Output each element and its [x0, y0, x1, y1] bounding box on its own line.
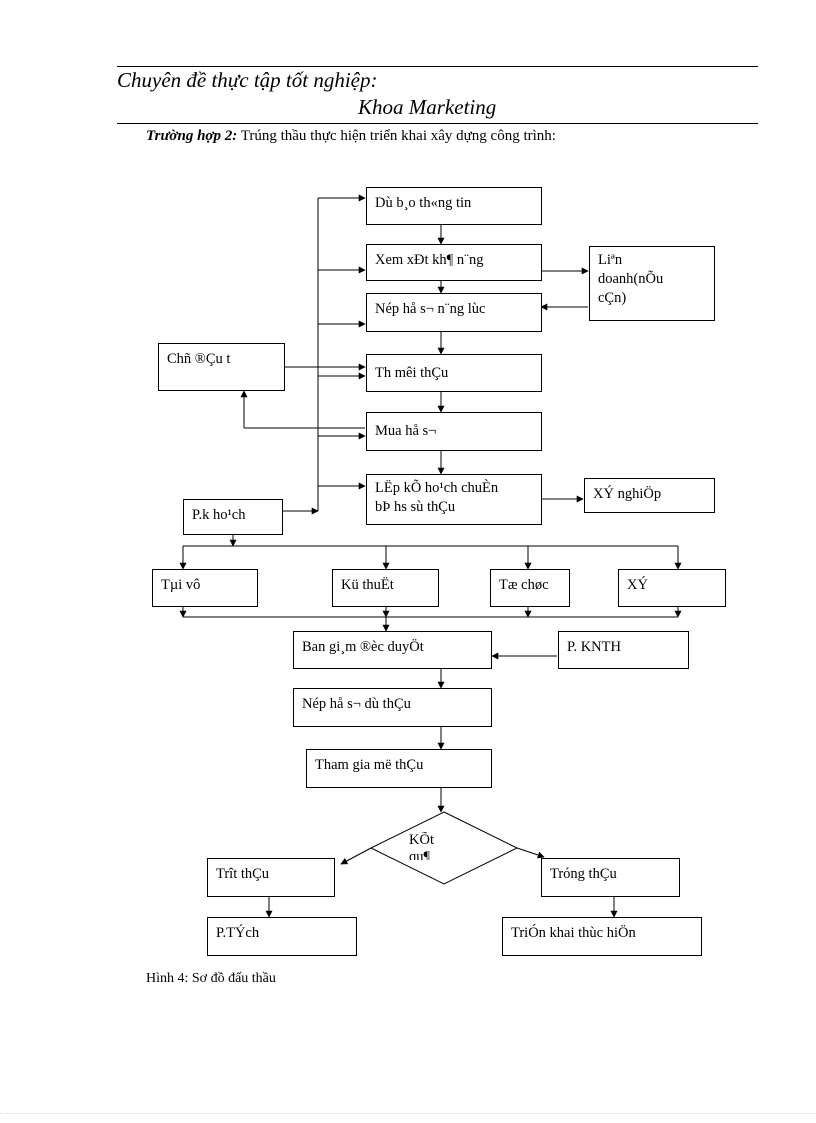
- node-ban-giam-doc-duyet: Ban gi¸m ®èc duyÖt: [293, 631, 492, 669]
- case-label: Trường hợp 2:: [146, 128, 238, 144]
- node-nop-ho-so-du-thau: Nép hå s¬ dù thÇu: [293, 688, 492, 727]
- node-ky-thuat: Kü thuËt: [332, 569, 439, 607]
- node-truot-thau: Tr­ît thÇu: [207, 858, 335, 897]
- header-title: Chuyên đề thực tập tốt nghiệp:: [117, 68, 378, 92]
- node-du-bao-thong-tin: Dù b¸o th«ng tin: [366, 187, 542, 225]
- node-to-chuc: Tæ chøc: [490, 569, 570, 607]
- node-mua-ho-so: Mua hå s¬: [366, 412, 542, 451]
- figure-caption: Hình 4: Sơ đồ đấu thầu: [146, 971, 276, 986]
- node-xem-xet-kha-nang: Xem xÐt kh¶ n¨ng: [366, 244, 542, 281]
- node-lap-ke-hoach: LËp kÕ ho¹ch chuÈn bÞ hs sù thÇu: [366, 474, 542, 525]
- page-bottom-rule: [0, 1113, 816, 1114]
- node-ket-qua: KÕt qu¶: [409, 832, 434, 860]
- case-text: Trúng thầu thực hiện triển khai xây dựng…: [237, 128, 556, 144]
- node-nop-ho-so-nang-luc: Nép hå s¬ n¨ng lùc: [366, 293, 542, 332]
- header-department: Khoa Marketing: [358, 95, 497, 119]
- header-bottom-rule: [117, 123, 758, 124]
- node-trung-thau: Tróng thÇu: [541, 858, 680, 897]
- node-lien-doanh: Liªn doanh(nÕu cÇn): [589, 246, 715, 321]
- node-p-tich: P.TÝch: [207, 917, 357, 956]
- node-tai-vu: Tµi vô: [152, 569, 258, 607]
- node-chu-dau-tu: Chñ ®Çu t: [158, 343, 285, 391]
- node-trien-khai: TriÓn khai thùc hiÖn: [502, 917, 702, 956]
- node-thu-moi-thau: Th mêi thÇu: [366, 354, 542, 392]
- node-xi-nghiep: XÝ nghiÖp: [584, 478, 715, 513]
- node-p-ke-hoach: P.k ho¹ch: [183, 499, 283, 535]
- case-subtitle: Trường hợp 2: Trúng thầu thực hiện triển…: [146, 128, 556, 145]
- node-p-knth: P. KNTH: [558, 631, 689, 669]
- node-tham-gia-mo-thau: Tham gia më thÇu: [306, 749, 492, 788]
- node-xi: XÝ: [618, 569, 726, 607]
- header-top-rule: [117, 66, 758, 67]
